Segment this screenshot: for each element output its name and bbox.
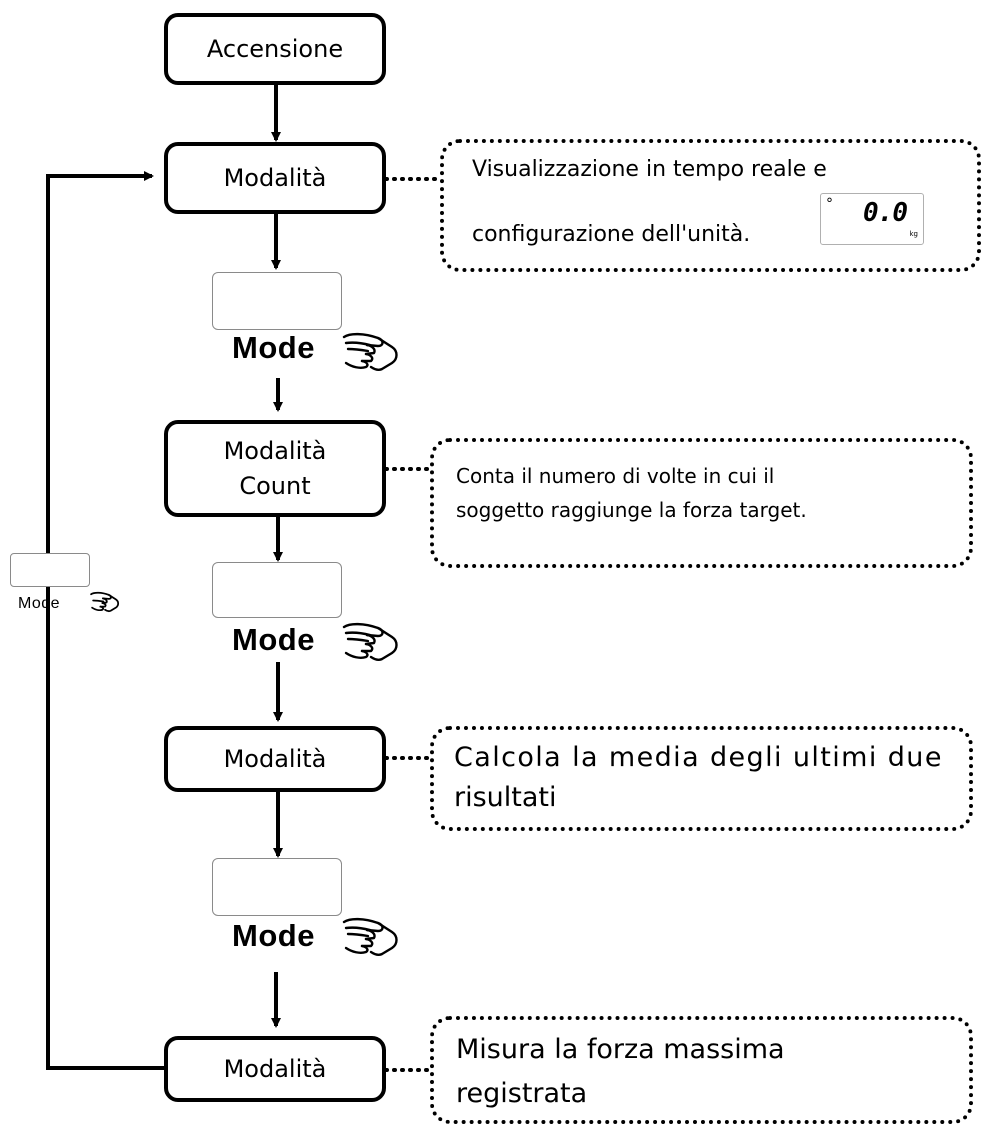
- note-average: Calcola la media degli ultimi due risult…: [430, 726, 973, 831]
- mode-button-label: Mode: [232, 622, 315, 657]
- hand-pointer-icon: [342, 332, 398, 372]
- lcd-degree: °: [826, 196, 833, 212]
- node-mode-peak: Modalità: [164, 1036, 386, 1102]
- node-power-on-label: Accensione: [206, 34, 344, 63]
- mode-button-label: Mode: [232, 330, 315, 365]
- node-mode-realtime-label: Modalità: [223, 163, 327, 192]
- note-peak-line-2: registrata: [456, 1078, 588, 1109]
- note-peak-line-1: Misura la forza massima: [456, 1034, 785, 1065]
- note-average-line-2: risultati: [454, 782, 557, 813]
- note-realtime-line-2: configurazione dell'unità.: [472, 222, 751, 247]
- lcd-value: 0.0: [863, 198, 908, 228]
- note-count: Conta il numero di volte in cui il sogge…: [430, 438, 973, 568]
- mode-button-label-small: Mode: [18, 595, 61, 612]
- mode-button-box[interactable]: [212, 272, 342, 330]
- note-average-text-1: Calcola la media degli ultimi due: [454, 742, 943, 773]
- node-mode-peak-label: Modalità: [223, 1054, 327, 1083]
- hand-pointer-icon: [342, 917, 398, 957]
- loop-back-line: [46, 171, 165, 1070]
- note-count-line-2: soggetto raggiunge la forza target.: [456, 498, 807, 522]
- mode-button-box-small[interactable]: [10, 553, 90, 587]
- mode-button-box[interactable]: [212, 562, 342, 618]
- lcd-display: ° 0.0 kg: [820, 193, 924, 245]
- mode-button-box[interactable]: [212, 858, 342, 916]
- node-mode-realtime: Modalità: [164, 142, 386, 214]
- node-power-on: Accensione: [164, 13, 386, 85]
- note-average-line-1: Calcola la media degli ultimi due: [454, 742, 952, 773]
- note-realtime: Visualizzazione in tempo reale e configu…: [440, 139, 981, 272]
- lcd-unit: kg: [909, 230, 919, 238]
- node-mode-average-label: Modalità: [223, 744, 327, 773]
- node-mode-count-label-1: Modalità: [223, 436, 327, 465]
- hand-pointer-icon: [342, 622, 398, 662]
- mode-button-label: Mode: [232, 918, 315, 953]
- note-peak: Misura la forza massima registrata: [430, 1016, 973, 1124]
- node-mode-average: Modalità: [164, 726, 386, 792]
- node-mode-count: Modalità Count: [164, 420, 386, 517]
- node-mode-count-label-2: Count: [239, 471, 311, 500]
- hand-pointer-icon: [90, 591, 120, 613]
- note-realtime-line-1: Visualizzazione in tempo reale e: [472, 157, 827, 182]
- note-count-line-1: Conta il numero di volte in cui il: [456, 464, 775, 488]
